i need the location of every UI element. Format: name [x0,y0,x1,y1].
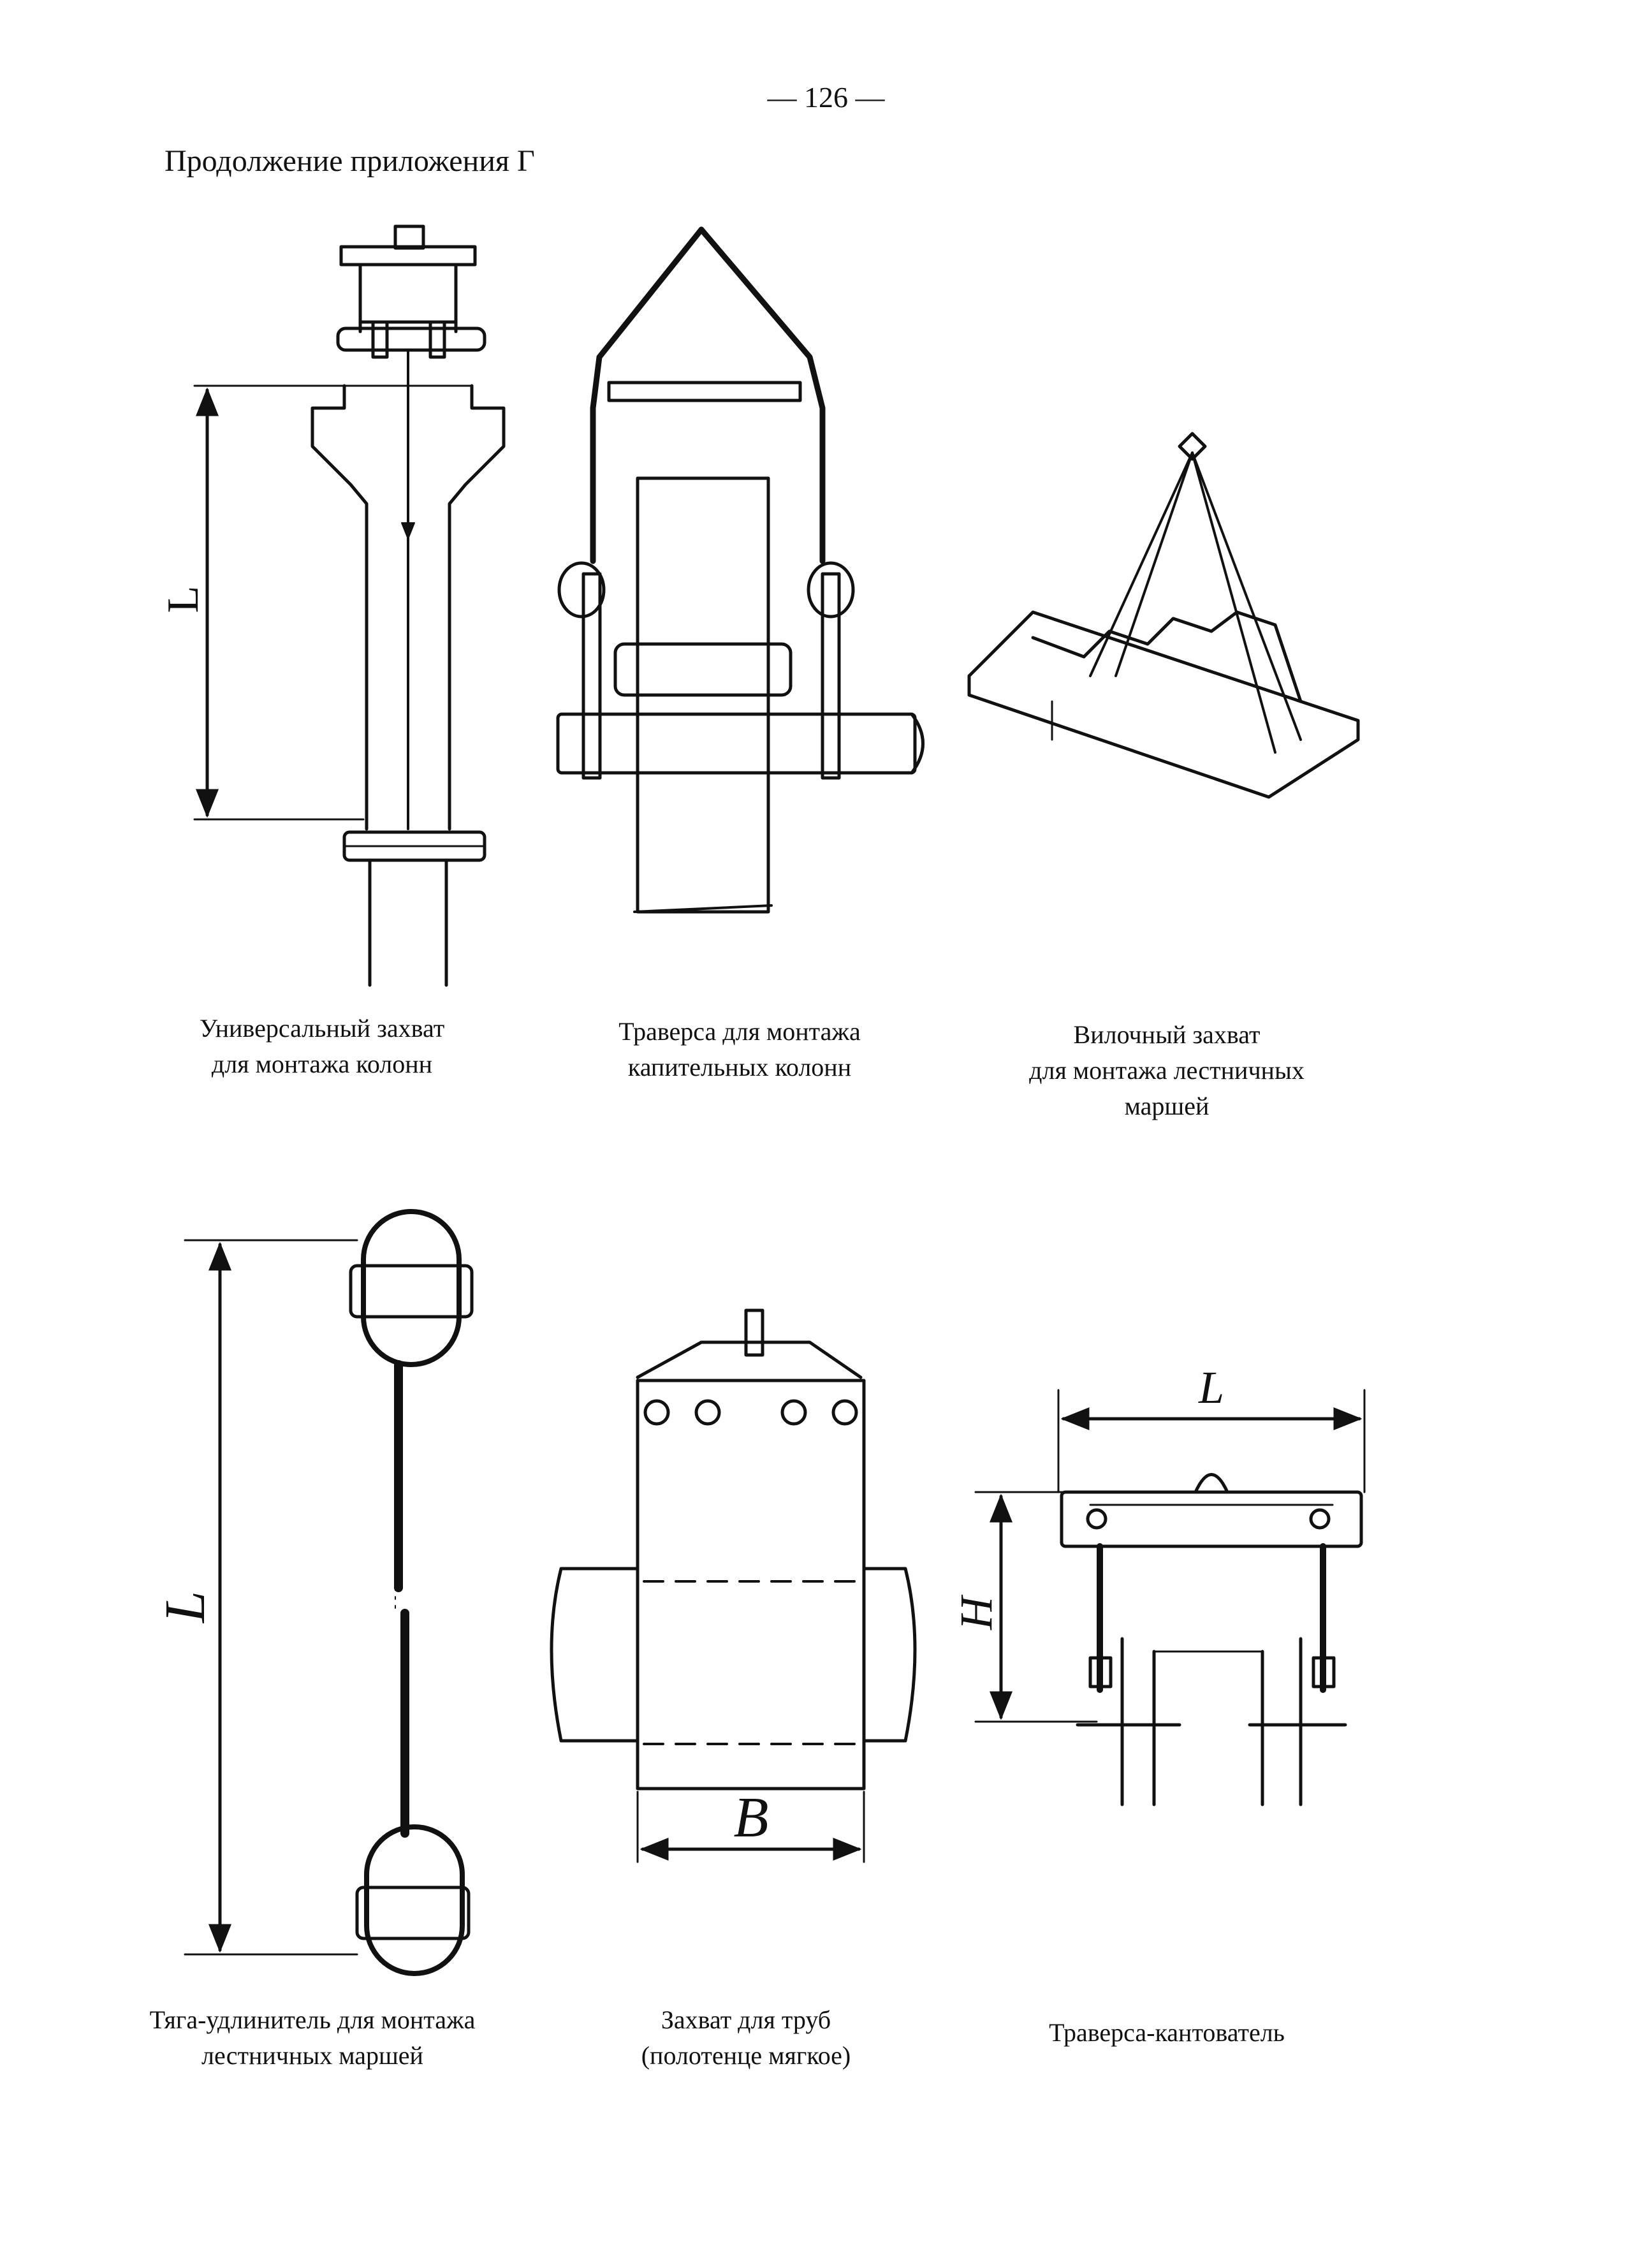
dimension-label-l: L [159,586,208,613]
capital-column-traverse-drawing [556,226,925,914]
caption-capital-column-traverse: Траверса для монтажа капительных колонн [561,1014,918,1085]
caption-line: (полотенце мягкое) [641,2041,851,2070]
caption-line: Тяга-удлинитель для монтажа [149,2005,476,2034]
dimension-label-b: B [734,1786,769,1849]
caption-line: для монтажа колонн [211,1050,433,1078]
caption-line: Универсальный захват [199,1014,445,1043]
caption-line: Траверса-кантователь [1049,2018,1285,2047]
universal-column-grip-drawing: L [159,224,506,987]
caption-line: для монтажа лестничных [1029,1056,1305,1085]
pipe-grip-drawing: B [550,1308,917,1863]
dimension-label-l: L [154,1591,217,1624]
staircase-fork-grip-drawing [967,432,1360,799]
caption-universal-column-grip: Универсальный захват для монтажа колонн [147,1011,497,1082]
caption-line: Траверса для монтажа [618,1017,861,1046]
dimension-label-h: H [951,1594,1002,1630]
page-number: — 126 — [767,81,885,114]
caption-tilting-traverse: Траверса-кантователь [995,2015,1339,2051]
caption-line: Захват для труб [661,2005,831,2034]
caption-line: лестничных маршей [201,2041,423,2070]
tilting-traverse-drawing: L H [951,1362,1366,1806]
caption-line: Вилочный захват [1073,1020,1261,1049]
caption-line: маршей [1124,1092,1210,1120]
page-heading: Продолжение приложения Г [164,144,535,178]
caption-staircase-fork-grip: Вилочный захват для монтажа лестничных м… [976,1017,1358,1124]
dimension-label-l: L [1198,1362,1224,1413]
caption-extension-rod: Тяга-удлинитель для монтажа лестничных м… [96,2002,529,2074]
extension-rod-drawing: L [154,1209,474,1976]
caption-pipe-grip: Захват для труб (полотенце мягкое) [574,2002,918,2074]
caption-line: капительных колонн [627,1053,852,1081]
